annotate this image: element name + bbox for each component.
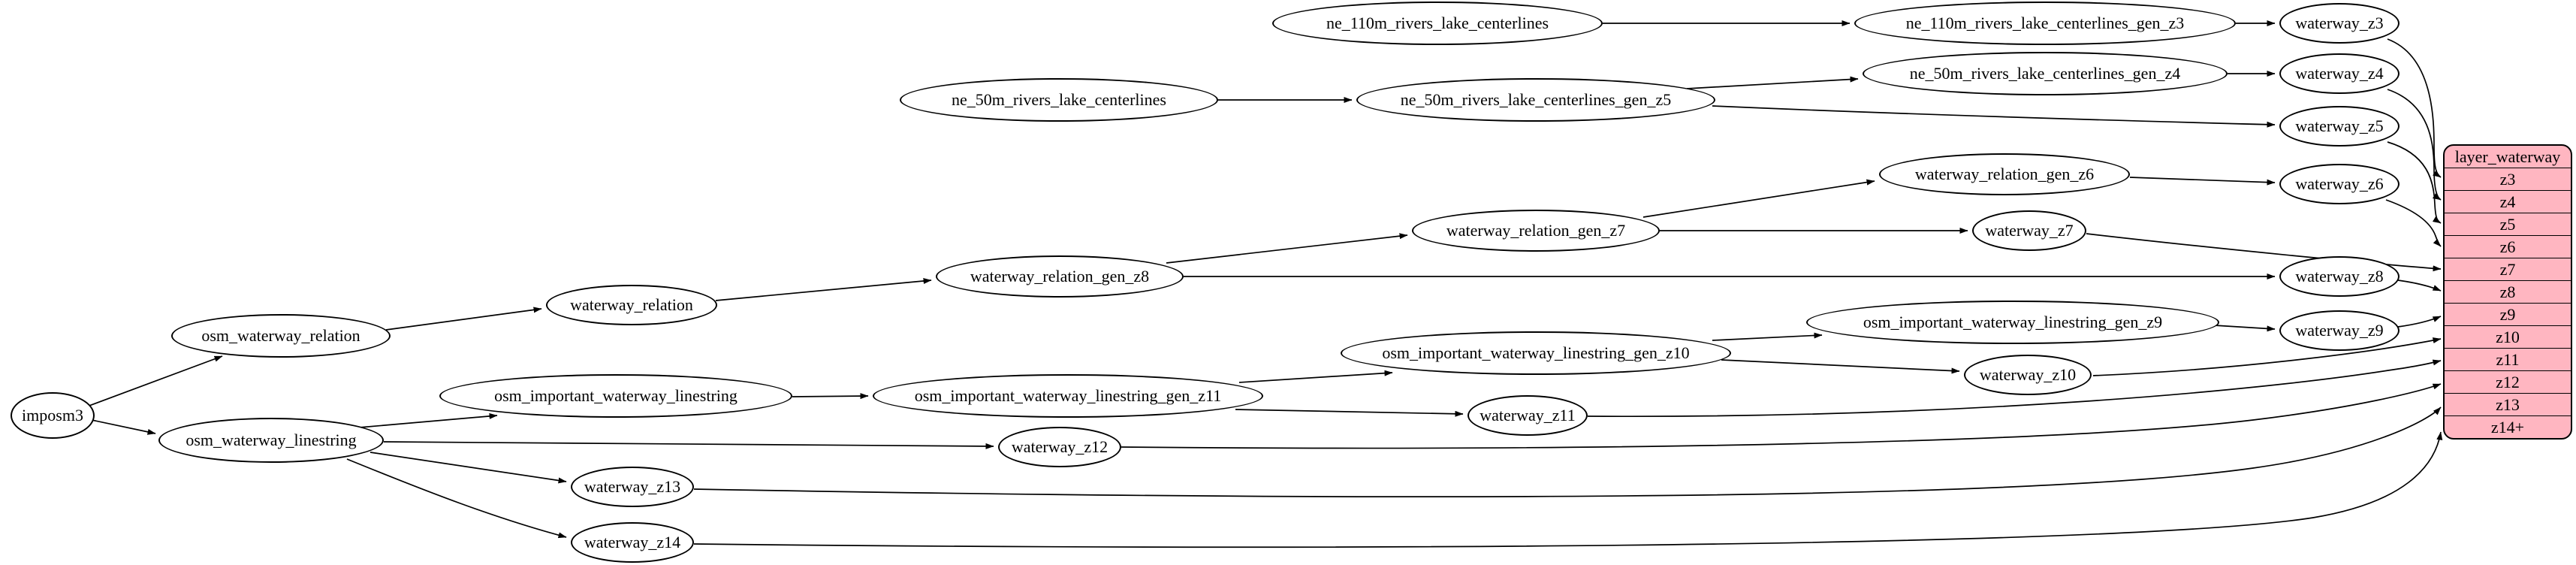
record-row-z11: z11 — [2445, 349, 2571, 371]
node-osm-waterway-linestring: osm_waterway_linestring — [158, 418, 384, 463]
node-waterway-z7: waterway_z7 — [1972, 210, 2086, 251]
edge-oiwl_gen_z10-waterway_z10 — [1721, 359, 1960, 374]
node-waterway-z9: waterway_z9 — [2279, 310, 2400, 351]
record-title: layer_waterway — [2445, 146, 2571, 168]
record-row-z10: z10 — [2445, 326, 2571, 349]
node-osm-important-waterway-linestring-gen-z9: osm_important_waterway_linestring_gen_z9 — [1806, 301, 2219, 344]
node-waterway-z11: waterway_z11 — [1467, 395, 1588, 436]
node-imposm3: imposm3 — [11, 392, 95, 439]
edge-waterway_z5-record_z5 — [2387, 141, 2442, 224]
edge-ne50m_gen_z5-waterway_z5 — [1712, 105, 2276, 128]
edge-imposm3-osm_waterway_relation — [86, 355, 223, 407]
node-ne110m-rivers-lake-centerlines: ne_110m_rivers_lake_centerlines — [1272, 2, 1603, 45]
node-waterway-z4: waterway_z4 — [2279, 53, 2400, 94]
edge-oiwl_gen_z11-waterway_z11 — [1235, 409, 1464, 417]
node-osm-important-waterway-linestring: osm_important_waterway_linestring — [439, 374, 792, 418]
record-row-z13: z13 — [2445, 394, 2571, 416]
edge-waterway_z14-record_z14 — [693, 431, 2443, 548]
node-osm-waterway-relation: osm_waterway_relation — [171, 314, 391, 358]
edge-oiwl_gen_z9-waterway_z9 — [2213, 325, 2276, 332]
edge-waterway_z4-record_z4 — [2387, 89, 2442, 201]
record-row-z3: z3 — [2445, 168, 2571, 191]
edge-waterway_z10-record_z10 — [2092, 337, 2442, 376]
edge-gen_z6-waterway_z6 — [2129, 177, 2276, 186]
record-row-z9: z9 — [2445, 304, 2571, 326]
edge-osm_waterway_linestring-waterway_z14 — [346, 458, 567, 539]
edge-osm_waterway_relation-waterway_relation — [385, 307, 542, 331]
node-waterway-relation-gen-z6: waterway_relation_gen_z6 — [1879, 153, 2130, 195]
record-layer-waterway: layer_waterway z3 z4 z5 z6 z7 z8 z9 z10 … — [2443, 144, 2572, 440]
edge-oiwl_gen_z11-oiwl_gen_z10 — [1238, 370, 1393, 383]
edge-waterway_z3-record_z3 — [2387, 38, 2442, 178]
node-ne110m-rivers-lake-centerlines-gen-z3: ne_110m_rivers_lake_centerlines_gen_z3 — [1854, 2, 2236, 45]
node-waterway-z13: waterway_z13 — [571, 467, 694, 507]
edge-osm_waterway_linestring-osm_important_waterway_linestring — [358, 412, 498, 428]
record-row-z4: z4 — [2445, 191, 2571, 213]
node-ne50m-rivers-lake-centerlines-gen-z5: ne_50m_rivers_lake_centerlines_gen_z5 — [1356, 78, 1715, 122]
record-row-z8: z8 — [2445, 281, 2571, 304]
edge-waterway_z13-record_z13 — [693, 406, 2442, 497]
edge-waterway_z6-record_z6 — [2385, 199, 2442, 247]
edge-waterway_z8-record_z8 — [2397, 279, 2442, 292]
edge-waterway_z9-record_z9 — [2397, 316, 2442, 328]
record-row-z6: z6 — [2445, 236, 2571, 258]
node-osm-important-waterway-linestring-gen-z11: osm_important_waterway_linestring_gen_z1… — [873, 374, 1263, 418]
record-row-z12: z12 — [2445, 371, 2571, 394]
node-waterway-z8: waterway_z8 — [2279, 256, 2400, 297]
node-ne50m-rivers-lake-centerlines: ne_50m_rivers_lake_centerlines — [900, 78, 1218, 122]
record-row-z14plus: z14+ — [2490, 417, 2525, 437]
edge-gen_z7-gen_z6 — [1642, 179, 1875, 218]
edge-waterway_z12-record_z12 — [1121, 383, 2442, 449]
edge-osm_waterway_linestring-waterway_z13 — [370, 452, 567, 484]
node-waterway-z10: waterway_z10 — [1964, 355, 2092, 395]
record-row-z7: z7 — [2445, 258, 2571, 281]
edge-osm_waterway_linestring-waterway_z12 — [383, 441, 994, 449]
edge-imposm3-osm_waterway_linestring — [91, 419, 156, 435]
edge-gen_z8-gen_z7 — [1166, 233, 1408, 264]
node-osm-important-waterway-linestring-gen-z10: osm_important_waterway_linestring_gen_z1… — [1341, 331, 1731, 375]
node-ne50m-rivers-lake-centerlines-gen-z4: ne_50m_rivers_lake_centerlines_gen_z4 — [1863, 52, 2228, 95]
node-waterway-relation-gen-z7: waterway_relation_gen_z7 — [1412, 210, 1660, 252]
node-waterway-z12: waterway_z12 — [998, 427, 1121, 467]
edge-ne50m_gen_z5-ne50m_gen_z4 — [1686, 76, 1859, 89]
node-waterway-z5: waterway_z5 — [2279, 106, 2400, 147]
node-waterway-relation-gen-z8: waterway_relation_gen_z8 — [936, 255, 1184, 298]
node-waterway-z6: waterway_z6 — [2279, 164, 2400, 204]
edge-oiwl_gen_z10-oiwl_gen_z9 — [1712, 332, 1823, 341]
edge-waterway_relation-waterway_relation_gen_z8 — [715, 278, 932, 301]
node-waterway-z14: waterway_z14 — [571, 522, 694, 563]
node-waterway-relation: waterway_relation — [546, 285, 717, 325]
edge-waterway_z7-record_z7 — [2086, 233, 2442, 272]
record-row-z5: z5 — [2445, 213, 2571, 236]
node-waterway-z3: waterway_z3 — [2279, 3, 2400, 44]
edge-waterway_z11-record_z11 — [1587, 359, 2442, 418]
edge-oiwl-oiwl_gen_z11 — [792, 393, 869, 400]
